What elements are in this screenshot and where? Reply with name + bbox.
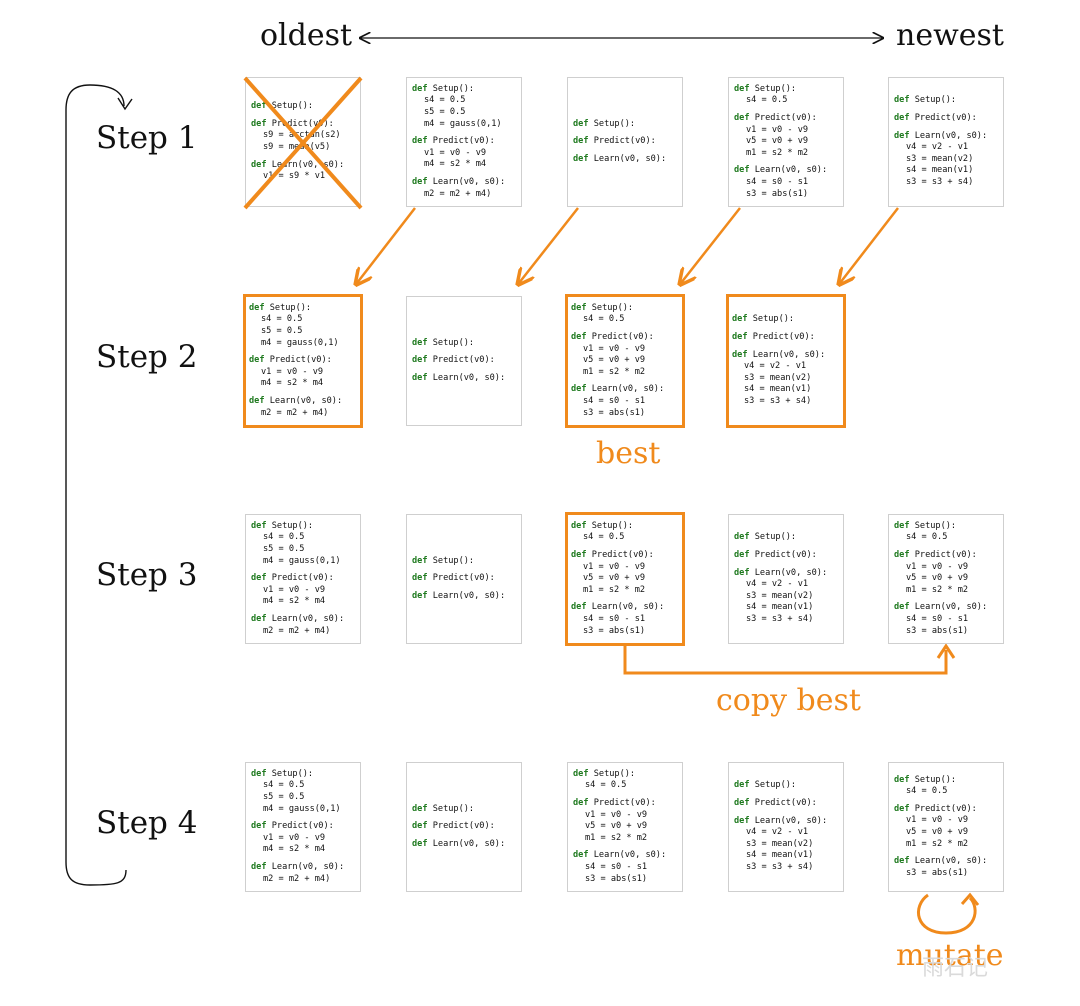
arrow-shift-2: [519, 207, 579, 283]
loop-arrowhead: [117, 97, 133, 111]
watermark-text: 雨石记: [922, 956, 989, 981]
program-card: def Setup(): s4 = 0.5 s5 = 0.5 m4 = gaus…: [243, 294, 363, 428]
oldest-label: oldest: [260, 18, 353, 53]
arrow-shift-4: [840, 207, 899, 283]
arrow-shift-3: [681, 207, 741, 283]
program-card: def Setup(): def Predict(v0): def Learn(…: [406, 762, 522, 892]
program-card: def Setup(): def Predict(v0): def Learn(…: [406, 514, 522, 644]
step-4-label: Step 4: [96, 805, 198, 841]
removed-cross-icon: [243, 76, 363, 210]
program-card: def Setup(): s4 = 0.5 def Predict(v0): v…: [565, 294, 685, 428]
newest-label: newest: [896, 18, 1004, 53]
program-card: def Setup(): s4 = 0.5 s5 = 0.5 m4 = gaus…: [245, 762, 361, 892]
program-card: def Setup(): def Predict(v0): def Learn(…: [726, 294, 846, 428]
program-card: def Setup(): s4 = 0.5 def Predict(v0): v…: [888, 762, 1004, 892]
program-card: def Setup(): s4 = 0.5 def Predict(v0): v…: [565, 512, 685, 646]
mutate-arrow: [917, 893, 977, 935]
program-card: def Setup(): def Predict(v0): def Learn(…: [728, 514, 844, 644]
mutate-label: mutate: [896, 938, 1004, 973]
best-label: best: [596, 436, 661, 471]
loop-arrow: [65, 84, 127, 886]
program-card: def Setup(): s4 = 0.5 s5 = 0.5 m4 = gaus…: [245, 514, 361, 644]
step-3-label: Step 3: [96, 557, 198, 593]
program-card: def Setup(): def Predict(v0): def Learn(…: [728, 762, 844, 892]
program-card: def Setup(): def Predict(v0): def Learn(…: [406, 296, 522, 426]
program-card: def Setup(): def Predict(v0): def Learn(…: [888, 77, 1004, 207]
program-card: def Setup(): s4 = 0.5 def Predict(v0): v…: [888, 514, 1004, 644]
program-card: def Setup(): s4 = 0.5 def Predict(v0): v…: [567, 762, 683, 892]
arrow-shift-1: [357, 207, 416, 283]
copy-best-arrowhead: [936, 643, 956, 659]
step-1-label: Step 1: [96, 120, 198, 156]
step-2-label: Step 2: [96, 339, 198, 375]
program-card: def Setup(): s4 = 0.5 s5 = 0.5 m4 = gaus…: [406, 77, 522, 207]
program-card: def Setup(): s4 = 0.5 def Predict(v0): v…: [728, 77, 844, 207]
copy-best-arrow: [623, 646, 948, 675]
program-card: def Setup(): def Predict(v0): def Learn(…: [567, 77, 683, 207]
copy-best-label: copy best: [716, 683, 861, 718]
mutate-arrowhead: [960, 892, 980, 906]
